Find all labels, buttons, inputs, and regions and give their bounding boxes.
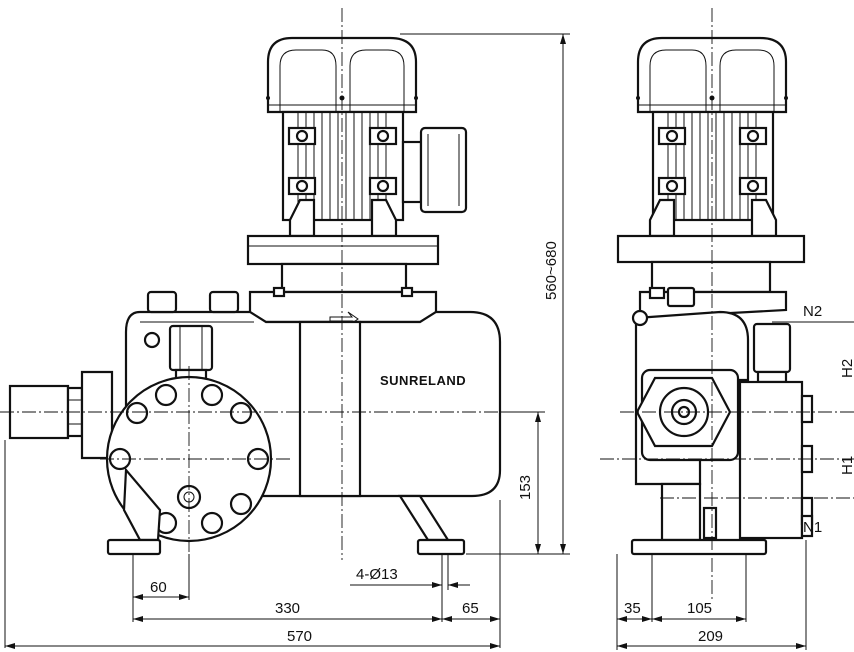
dim-side-width: 209 xyxy=(698,628,723,645)
dim-base-height: 153 xyxy=(517,475,534,500)
front-foot-right xyxy=(416,538,466,556)
dim-bolt-holes: 4-Ø13 xyxy=(356,566,398,583)
side-outlet-valve xyxy=(752,322,792,374)
label-outlet: N2 xyxy=(803,303,822,320)
vent-plug xyxy=(146,290,178,314)
side-valve-manifold xyxy=(738,380,804,540)
front-view: SUNRELAND xyxy=(0,8,520,560)
motor-flange xyxy=(246,234,440,266)
dim-side-spacing: 105 xyxy=(687,600,712,617)
dim-bolt-spacing: 330 xyxy=(275,600,300,617)
side-dimensions: N2 N1 H2 H1 35 105 209 xyxy=(616,303,854,650)
terminal-box xyxy=(419,126,468,214)
gearbox-column xyxy=(298,320,362,498)
side-view xyxy=(600,8,854,600)
head-bolt xyxy=(229,492,253,516)
label-outlet-height: H2 xyxy=(839,359,854,378)
head-bolt xyxy=(154,383,178,407)
side-motor-flange xyxy=(616,234,806,264)
lantern xyxy=(280,262,408,294)
dim-base-offset: 60 xyxy=(150,579,167,596)
dim-height-range: 560~680 xyxy=(543,241,560,300)
head-bolt xyxy=(200,383,224,407)
dim-side-offset: 35 xyxy=(624,600,641,617)
brand-label: SUNRELAND xyxy=(380,373,466,388)
side-base xyxy=(630,538,768,556)
front-foot-left xyxy=(106,538,162,556)
head-bolt xyxy=(229,401,253,425)
dim-bolt-edge: 65 xyxy=(462,600,479,617)
front-dimensions: 560~680 153 60 4-Ø13 330 65 xyxy=(4,33,570,649)
head-bolt xyxy=(200,511,224,535)
label-inlet: N1 xyxy=(803,519,822,536)
vent-plug xyxy=(208,290,240,314)
outlet-valve xyxy=(168,324,214,372)
label-inlet-height: H1 xyxy=(839,456,854,475)
dim-total-length: 570 xyxy=(287,628,312,645)
head-bolt xyxy=(125,401,149,425)
